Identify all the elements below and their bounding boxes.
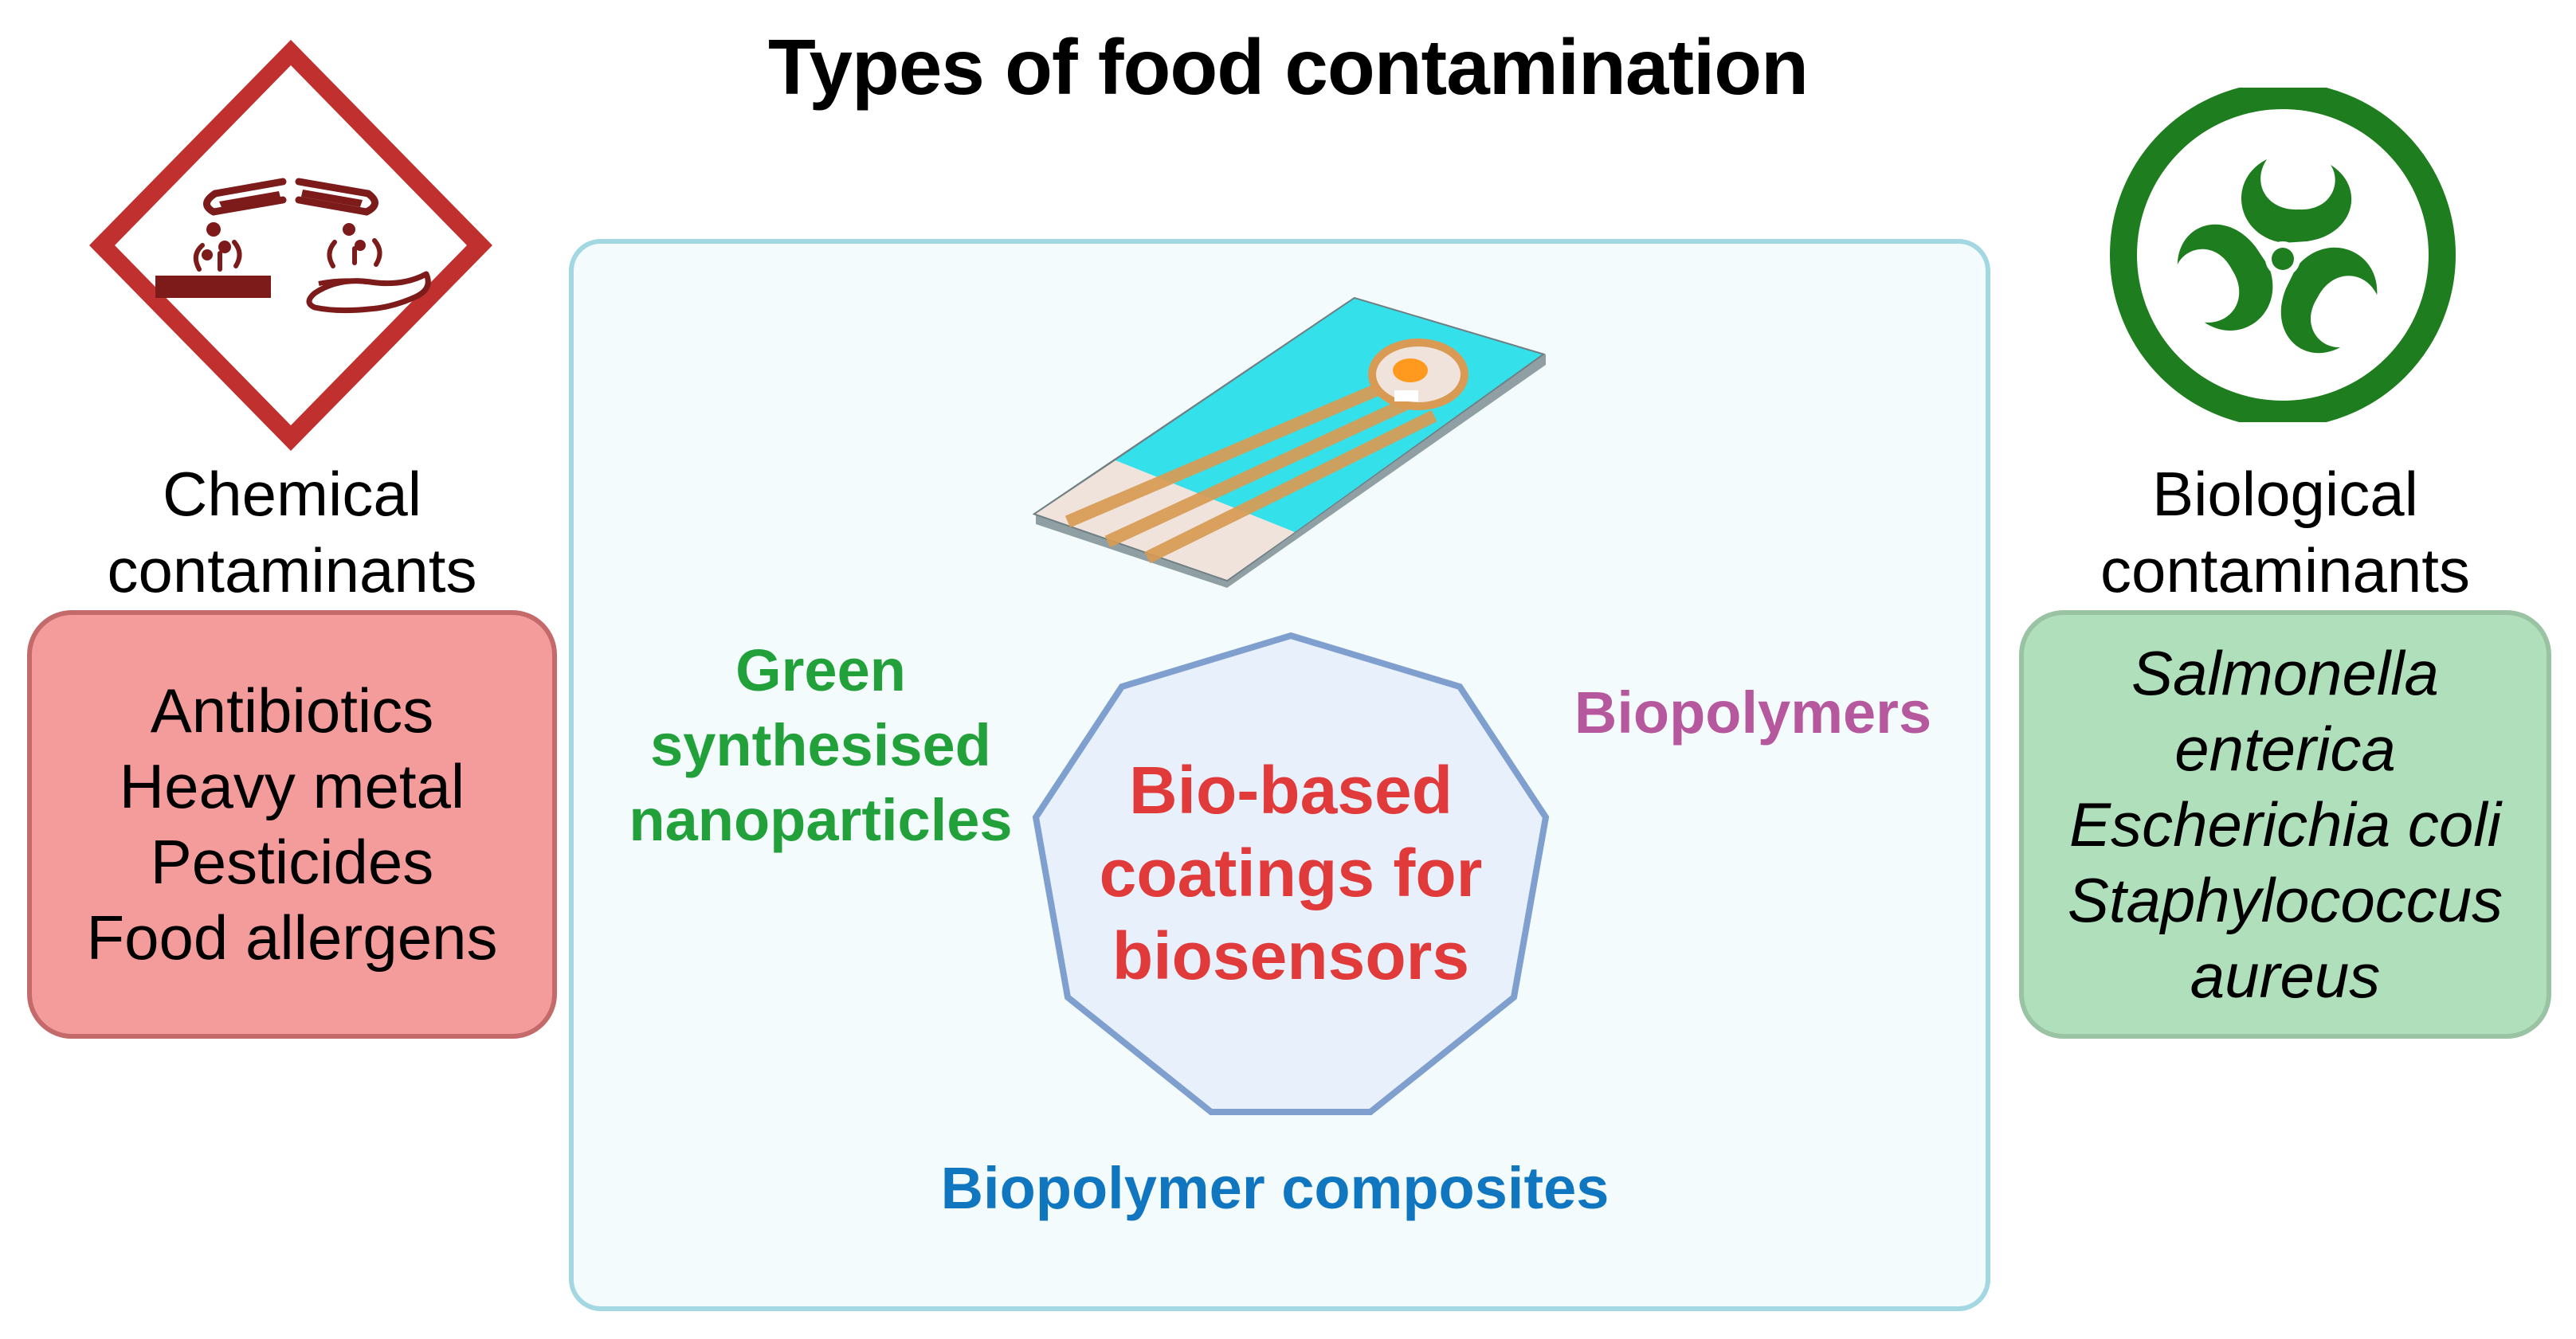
green-line2: synthesised bbox=[650, 712, 991, 778]
biopolymers-label: Biopolymers bbox=[1574, 679, 1932, 746]
chemical-label-line1: Chemical bbox=[162, 459, 422, 529]
green-nanoparticles-label: Green synthesised nanoparticles bbox=[590, 633, 1052, 858]
chemical-contaminants-label: Chemical contaminants bbox=[27, 456, 557, 609]
biological-label-line1: Biological bbox=[2152, 459, 2418, 529]
chemical-item: Heavy metal bbox=[119, 751, 465, 821]
green-line1: Green bbox=[735, 637, 906, 703]
biological-label-line2: contaminants bbox=[2100, 535, 2470, 605]
core-label-line3: biosensors bbox=[1112, 918, 1470, 993]
chemical-item: Antibiotics bbox=[150, 675, 434, 746]
biological-contaminants-list: Salmonella enterica Escherichia coli Sta… bbox=[2019, 610, 2551, 1039]
biological-item: Salmonella bbox=[2131, 637, 2439, 708]
biological-item: Staphylococcus bbox=[2067, 864, 2503, 935]
chemical-item: Food allergens bbox=[86, 902, 498, 973]
biopolymer-composites-label: Biopolymer composites bbox=[940, 1155, 1610, 1221]
biological-contaminants-label: Biological contaminants bbox=[2019, 456, 2551, 609]
core-label-line2: coatings for bbox=[1099, 836, 1483, 910]
core-octagon bbox=[1032, 632, 1550, 1115]
chemical-contaminants-list: Antibiotics Heavy metal Pesticides Food … bbox=[27, 610, 557, 1039]
core-label-line1: Bio-based bbox=[1128, 753, 1453, 828]
biological-item: enterica bbox=[2174, 713, 2396, 784]
chemical-item: Pesticides bbox=[150, 827, 434, 897]
green-line3: nanoparticles bbox=[629, 787, 1013, 853]
chemical-label-line2: contaminants bbox=[107, 535, 477, 605]
biohazard-icon bbox=[2110, 88, 2456, 422]
diagram-title: Types of food contamination bbox=[767, 23, 1809, 111]
screen-printed-electrode-icon bbox=[1032, 296, 1546, 588]
core-label: Bio-based coatings for biosensors bbox=[1028, 749, 1554, 997]
biological-item: Escherichia coli bbox=[2069, 789, 2501, 859]
corrosive-hazard-icon bbox=[89, 40, 492, 451]
biological-item: aureus bbox=[2190, 940, 2381, 1011]
